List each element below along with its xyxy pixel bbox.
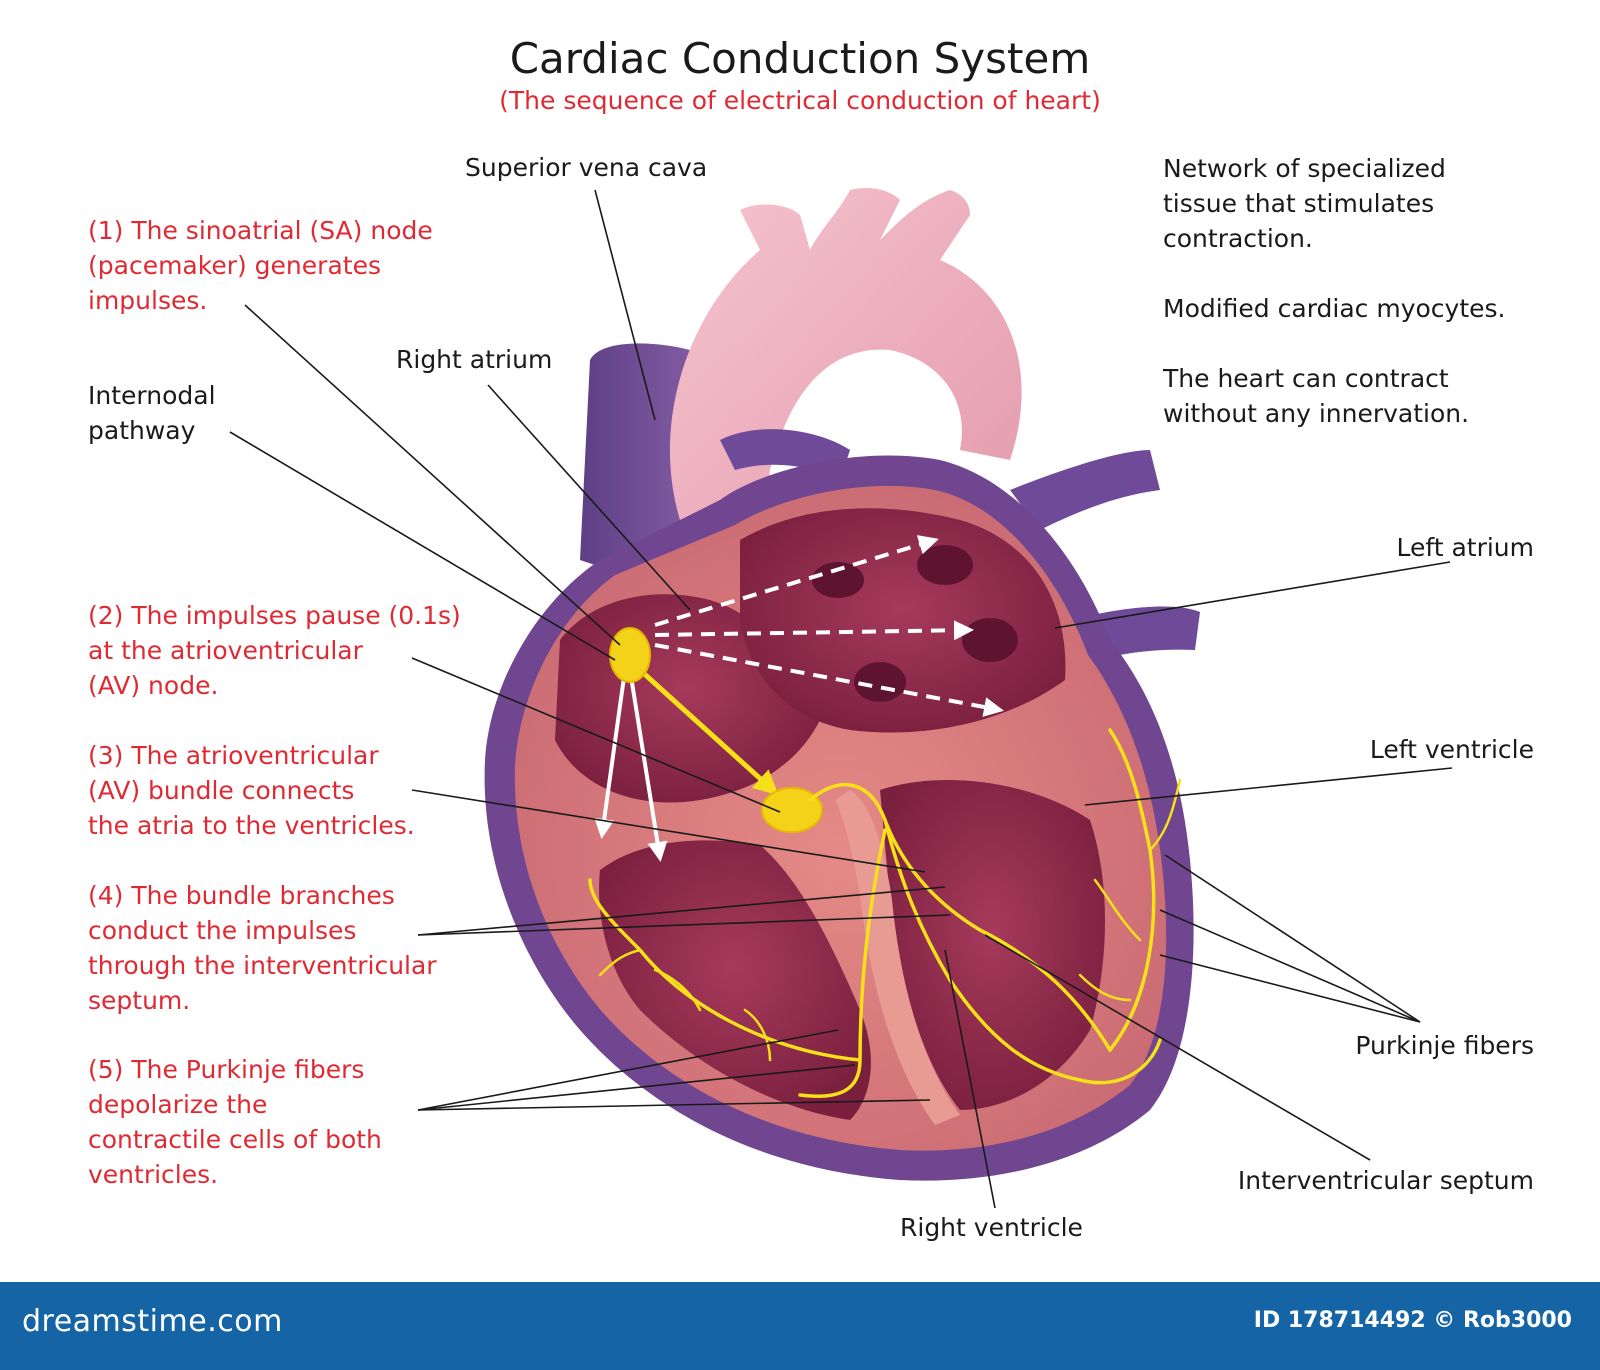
note-modified-myocytes: Modified cardiac myocytes. (1163, 294, 1506, 323)
left-ventricle-chamber (880, 780, 1105, 1110)
av-node (761, 787, 823, 833)
label-left-atrium: Left atrium (1396, 533, 1534, 562)
page-title: Cardiac Conduction System (509, 34, 1091, 83)
label-superior-vena-cava: Superior vena cava (465, 153, 708, 182)
leader-lines (229, 189, 1453, 1209)
footer-bar: dreamstime.com ID 178714492 © Rob3000 (0, 1282, 1600, 1370)
aortic-arch (669, 188, 1022, 560)
label-right-ventricle: Right ventricle (900, 1213, 1083, 1242)
step-5-purkinje-fibers: (5) The Purkinje fibers depolarize the c… (88, 1055, 382, 1189)
step-1-sa-node: (1) The sinoatrial (SA) node (pacemaker)… (88, 216, 433, 315)
footer-credit: ID 178714492 © Rob3000 (1253, 1308, 1572, 1333)
label-internodal-pathway: Internodal pathway (88, 381, 216, 445)
pulmonary-vein-opening (917, 545, 973, 585)
conduction-fibers (588, 728, 1182, 1098)
label-purkinje-fibers: Purkinje fibers (1355, 1031, 1534, 1060)
pulmonary-vein-opening (812, 562, 864, 598)
pulmonary-vein-opening (962, 618, 1018, 662)
page-subtitle: (The sequence of electrical conduction o… (499, 86, 1101, 115)
footer-brand: dreamstime.com (22, 1304, 283, 1339)
interventricular-septum (835, 790, 960, 1125)
step-4-bundle-branches: (4) The bundle branches conduct the impu… (88, 881, 437, 1015)
step-3-av-bundle: (3) The atrioventricular (AV) bundle con… (88, 741, 415, 840)
note-no-innervation: The heart can contract without any inner… (1163, 364, 1470, 428)
impulse-arrows-ventricle (594, 669, 668, 862)
pulmonary-vein-upper (1010, 450, 1160, 530)
note-network-tissue: Network of specialized tissue that stimu… (1163, 154, 1446, 253)
pulmonary-vein-opening (854, 662, 906, 702)
heart-illustration (229, 188, 1453, 1209)
impulse-arrows-atria (654, 535, 1004, 717)
label-interventricular-septum: Interventricular septum (1237, 1166, 1534, 1195)
label-left-ventricle: Left ventricle (1369, 735, 1534, 764)
sa-to-av-arrow (638, 668, 779, 796)
step-2-av-node: (2) The impulses pause (0.1s) at the atr… (88, 601, 461, 700)
label-right-atrium: Right atrium (396, 345, 553, 374)
sa-node (609, 627, 651, 683)
